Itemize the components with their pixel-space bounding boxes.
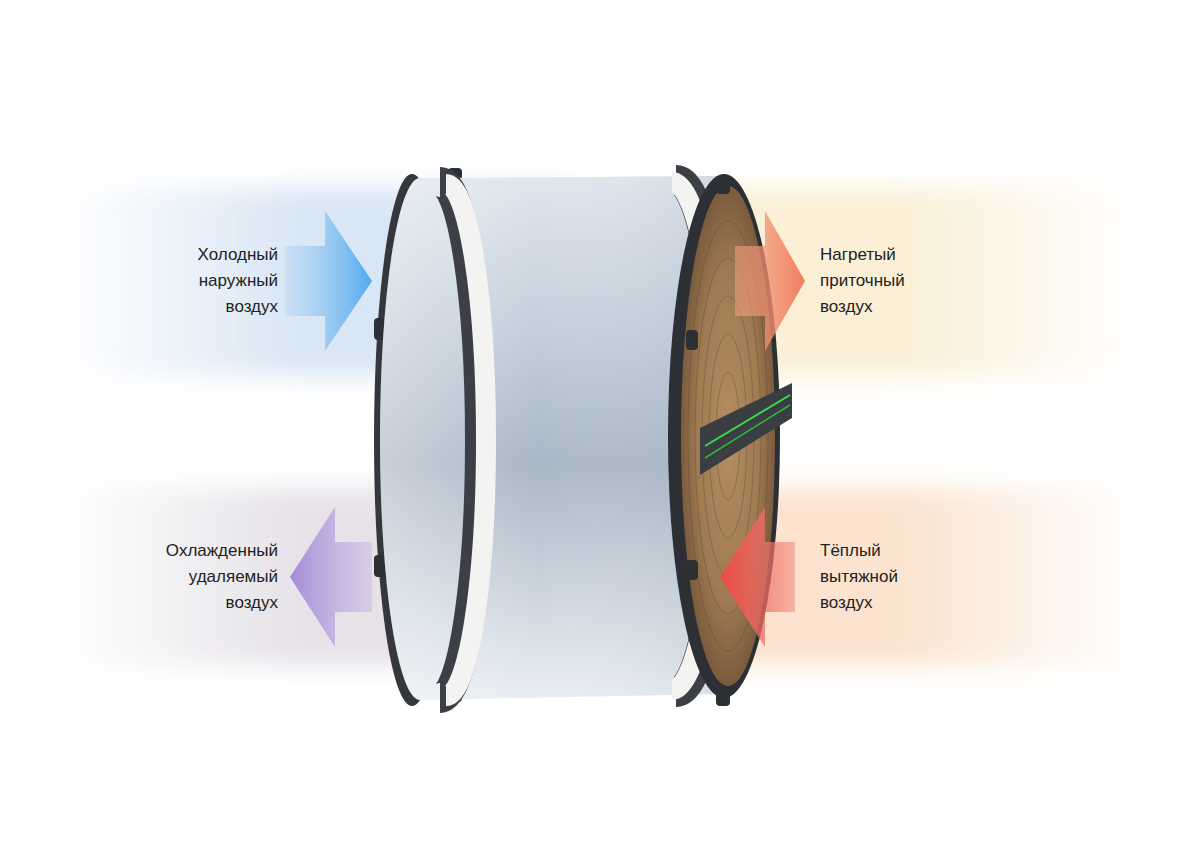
air-arrow: [285, 211, 805, 647]
air-label: Холодный наружный воздух: [198, 242, 278, 320]
air-label: Охлажденный удаляемый воздух: [166, 538, 278, 616]
air-label: Тёплый вытяжной воздух: [820, 538, 898, 616]
rotor-housing: [374, 168, 792, 706]
air-label: Нагретый приточный воздух: [820, 242, 905, 320]
